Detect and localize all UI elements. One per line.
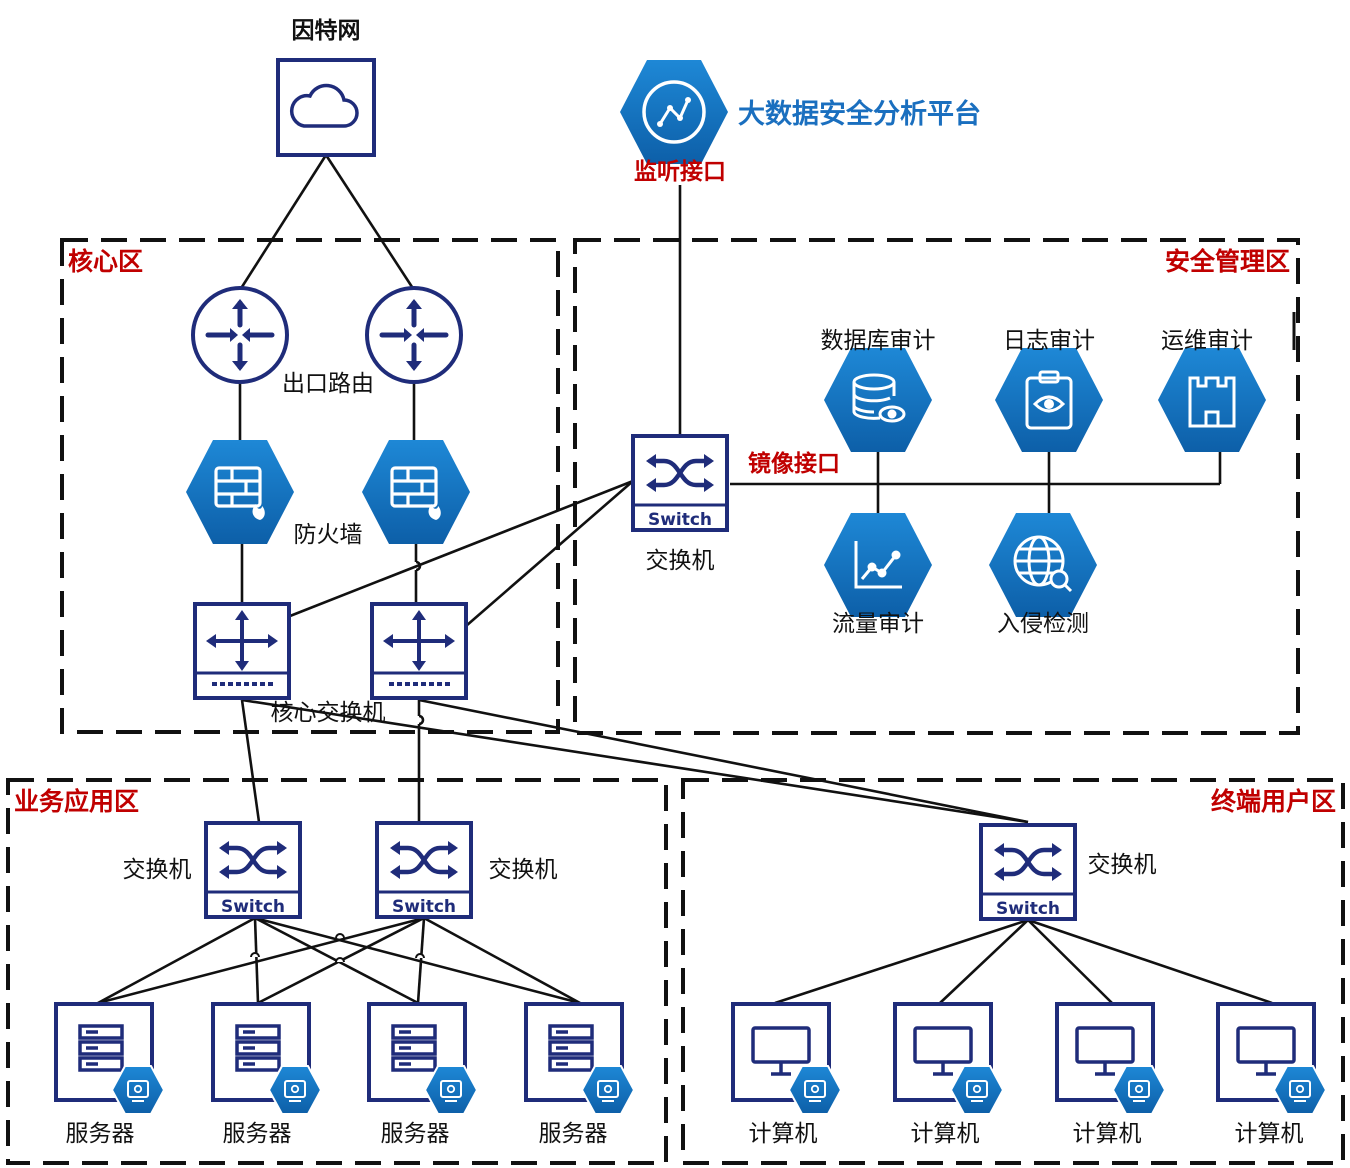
cloud-icon — [290, 83, 359, 128]
tool-label-intrusion-detection: 入侵检测 — [997, 611, 1089, 637]
server-label-4: 服务器 — [539, 1121, 608, 1147]
computer-label-2: 计算机 — [911, 1121, 980, 1147]
core-zone — [60, 238, 560, 734]
core-switch-right — [370, 602, 468, 700]
firewall-left — [186, 440, 294, 544]
router-right — [367, 288, 461, 382]
computer-label-4: 计算机 — [1235, 1121, 1304, 1147]
firewall-icon — [390, 466, 441, 520]
switch-badge: Switch — [221, 897, 285, 917]
business-switch-left: Switch — [206, 823, 300, 917]
globe-search-icon — [1013, 535, 1073, 593]
computer-4 — [1216, 1002, 1327, 1115]
traffic-audit-node — [824, 513, 932, 617]
firewall-icon — [214, 466, 265, 520]
security-zone-label: 安全管理区 — [1165, 247, 1290, 276]
terminal-switch-label: 交换机 — [1088, 852, 1157, 878]
security-switch: Switch — [633, 436, 727, 530]
computer-label-1: 计算机 — [749, 1121, 818, 1147]
server-label-1: 服务器 — [66, 1121, 135, 1147]
business-zone-label: 业务应用区 — [14, 787, 139, 816]
security-zone — [573, 238, 1300, 735]
computer-label-3: 计算机 — [1073, 1121, 1142, 1147]
computer-1 — [731, 1002, 842, 1115]
core-zone-label: 核心区 — [68, 247, 143, 276]
database-icon — [852, 373, 906, 423]
terminal-zone — [681, 778, 1345, 1165]
server-2 — [211, 1002, 322, 1115]
listen-port-label: 监听接口 — [634, 159, 726, 185]
terminal-switch: Switch — [981, 825, 1075, 919]
tool-label-traffic-audit: 流量审计 — [832, 611, 924, 637]
ops-audit-node — [1158, 348, 1266, 452]
internet-label: 因特网 — [292, 18, 361, 44]
switch-badge: Switch — [996, 899, 1060, 919]
server-label-2: 服务器 — [223, 1121, 292, 1147]
chart-icon — [854, 541, 902, 589]
castle-icon — [1188, 376, 1236, 428]
security-switch-label: 交换机 — [646, 548, 715, 574]
tool-label-db-audit: 数据库审计 — [821, 328, 936, 354]
firewall-label: 防火墙 — [294, 522, 363, 548]
core-switch-left — [193, 602, 291, 700]
tool-label-ops-audit: 运维审计 — [1161, 328, 1253, 354]
clipboard-eye-icon — [1025, 370, 1073, 430]
db-audit-node — [824, 348, 932, 452]
server-4 — [524, 1002, 635, 1115]
analytics-icon — [658, 99, 690, 125]
intrusion-detection-node — [989, 513, 1097, 617]
log-audit-node — [995, 348, 1103, 452]
bigdata-label: 大数据安全分析平台 — [738, 98, 981, 130]
router-label: 出口路由 — [282, 371, 374, 397]
computer-3 — [1055, 1002, 1166, 1115]
switch-badge: Switch — [392, 897, 456, 917]
business-switch-left-label: 交换机 — [123, 857, 192, 883]
firewall-right — [362, 440, 470, 544]
computer-2 — [893, 1002, 1004, 1115]
mirror-port-label: 镜像接口 — [748, 450, 840, 477]
bigdata-platform-node — [620, 60, 728, 164]
business-switch-right-label: 交换机 — [489, 857, 558, 883]
business-zone — [6, 778, 668, 1165]
server-3 — [367, 1002, 478, 1115]
core-switch-label: 核心交换机 — [271, 700, 386, 726]
server-label-3: 服务器 — [381, 1121, 450, 1147]
business-switch-right: Switch — [377, 823, 471, 917]
terminal-zone-label: 终端用户区 — [1211, 787, 1336, 816]
switch-badge: Switch — [648, 510, 712, 530]
router-left — [193, 288, 287, 382]
internet-cloud-node — [276, 58, 376, 157]
server-1 — [54, 1002, 165, 1115]
tool-label-log-audit: 日志审计 — [1003, 328, 1095, 354]
connections — [97, 154, 1273, 1005]
